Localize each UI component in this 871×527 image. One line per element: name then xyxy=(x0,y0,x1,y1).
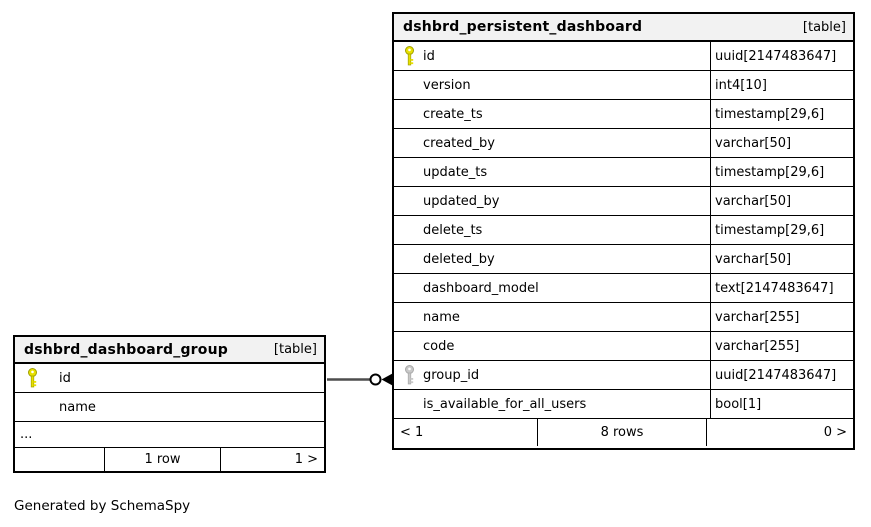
table-row: group_id uuid[2147483647] xyxy=(394,361,853,390)
table-row: create_ts timestamp[29,6] xyxy=(394,100,853,129)
column-name: name xyxy=(59,399,96,415)
zero-or-one-circle-icon xyxy=(369,373,382,386)
row-count: 1 row xyxy=(105,448,221,471)
parent-count: < 1 xyxy=(394,419,538,446)
column-type: uuid[2147483647] xyxy=(715,367,837,383)
column-name: version xyxy=(423,77,471,93)
column-name: id xyxy=(59,370,71,386)
hidden-columns-ellipsis: ... xyxy=(15,422,324,448)
table-row: created_by varchar[50] xyxy=(394,129,853,158)
column-type: varchar[50] xyxy=(715,135,792,151)
table-type-label: [table] xyxy=(802,19,846,35)
column-type: varchar[50] xyxy=(715,251,792,267)
child-count: 0 > xyxy=(823,425,847,440)
primary-key-icon xyxy=(28,368,37,388)
column-name: update_ts xyxy=(423,164,488,180)
table-header[interactable]: dshbrd_persistent_dashboard [table] xyxy=(394,14,853,42)
column-type: varchar[50] xyxy=(715,193,792,209)
arrowhead-icon xyxy=(381,373,392,386)
column-type: bool[1] xyxy=(715,396,762,412)
table-row: delete_ts timestamp[29,6] xyxy=(394,216,853,245)
column-name: group_id xyxy=(423,367,480,383)
table-row: id xyxy=(15,364,324,393)
column-name: created_by xyxy=(423,135,495,151)
fk-relationship-connector xyxy=(327,373,392,386)
child-count: 1 > xyxy=(294,452,318,467)
column-type: timestamp[29,6] xyxy=(715,222,825,238)
table-footer: 1 row 1 > xyxy=(15,448,324,471)
parent-count xyxy=(15,448,105,471)
table-row: code varchar[255] xyxy=(394,332,853,361)
column-name: is_available_for_all_users xyxy=(423,396,587,412)
table-node-dshbrd-persistent-dashboard[interactable]: dshbrd_persistent_dashboard [table] id u… xyxy=(392,12,855,450)
column-name: name xyxy=(423,309,460,325)
column-name: code xyxy=(423,338,455,354)
column-type: timestamp[29,6] xyxy=(715,106,825,122)
column-name: deleted_by xyxy=(423,251,495,267)
table-footer: < 1 8 rows 0 > xyxy=(394,419,853,446)
column-type: text[2147483647] xyxy=(715,280,834,296)
primary-key-icon xyxy=(405,46,414,66)
column-name: id xyxy=(423,48,435,64)
column-name: updated_by xyxy=(423,193,500,209)
column-name: create_ts xyxy=(423,106,483,122)
row-count: 8 rows xyxy=(538,419,707,446)
column-type: timestamp[29,6] xyxy=(715,164,825,180)
table-row: updated_by varchar[50] xyxy=(394,187,853,216)
column-type: int4[10] xyxy=(715,77,767,93)
foreign-key-icon xyxy=(405,365,414,385)
table-node-dshbrd-dashboard-group[interactable]: dshbrd_dashboard_group [table] id name .… xyxy=(13,335,326,473)
column-type: varchar[255] xyxy=(715,338,800,354)
column-type: varchar[255] xyxy=(715,309,800,325)
table-row: name xyxy=(15,393,324,422)
generated-by-note: Generated by SchemaSpy xyxy=(14,498,191,514)
table-row: is_available_for_all_users bool[1] xyxy=(394,390,853,419)
column-name: delete_ts xyxy=(423,222,483,238)
table-header[interactable]: dshbrd_dashboard_group [table] xyxy=(15,337,324,364)
table-row: dashboard_model text[2147483647] xyxy=(394,274,853,303)
table-title: dshbrd_persistent_dashboard xyxy=(403,19,643,35)
table-row: version int4[10] xyxy=(394,71,853,100)
table-row: update_ts timestamp[29,6] xyxy=(394,158,853,187)
table-title: dshbrd_dashboard_group xyxy=(24,341,228,358)
table-type-label: [table] xyxy=(273,342,317,357)
table-row: id uuid[2147483647] xyxy=(394,42,853,71)
column-type: uuid[2147483647] xyxy=(715,48,837,64)
table-row: name varchar[255] xyxy=(394,303,853,332)
table-row: deleted_by varchar[50] xyxy=(394,245,853,274)
column-name: dashboard_model xyxy=(423,280,539,296)
